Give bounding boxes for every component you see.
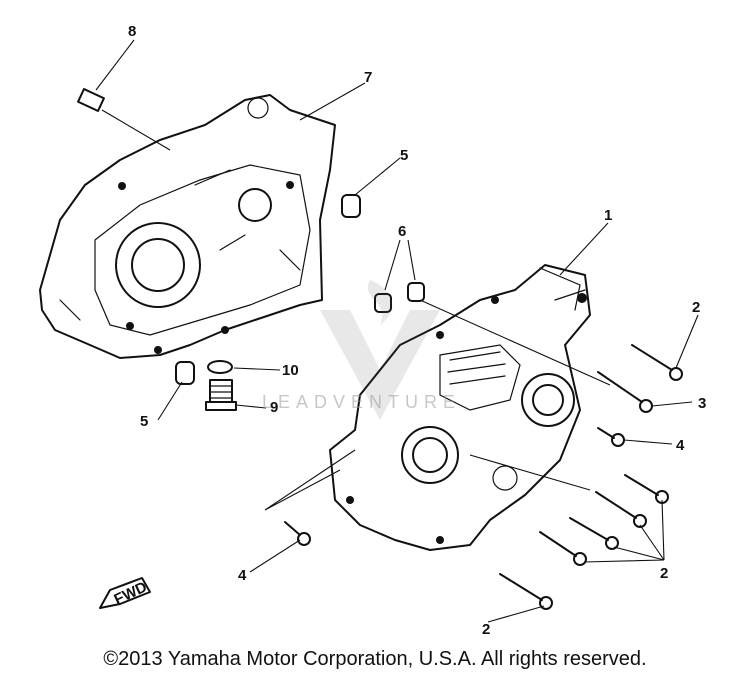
bolt-3 [597,371,653,413]
callout-3: 3 [698,395,706,412]
right-crankcase-half [329,264,591,551]
bolt-2-right-a [624,474,669,504]
callout-2-top-right: 2 [692,299,700,316]
bolt-2-right-b [595,491,647,528]
part-8-plug-bolt [77,88,105,112]
callout-7: 7 [364,69,372,86]
callout-8: 8 [128,23,136,40]
part-5-dowel-upper [341,194,361,218]
part-6-dowels [374,282,425,313]
callout-9: 9 [270,399,278,416]
callout-5-lower: 5 [140,413,148,430]
bolts [284,344,683,610]
callout-6: 6 [398,223,406,240]
leader-lines [95,39,699,623]
part-5-dowel-lower [175,361,195,385]
bolt-2-bottom [499,573,553,610]
callout-2-bottom: 2 [482,621,490,638]
callout-10: 10 [282,362,299,379]
callout-2-right: 2 [660,565,668,582]
copyright-footer: ©2013 Yamaha Motor Corporation, U.S.A. A… [103,648,647,670]
part-10-washer [207,360,233,374]
bolt-2-top-right [631,344,683,381]
watermark-text: LEADVENTURE [262,392,462,412]
bolt-4-right [597,427,625,447]
callout-1: 1 [604,207,612,224]
callout-5-upper: 5 [400,147,408,164]
callout-4-left: 4 [238,567,247,584]
callout-4-right: 4 [676,437,685,454]
fwd-arrow: FWD [99,577,151,609]
bolt-4-left [284,521,311,546]
leadventure-logo-watermark [320,280,440,420]
bolt-2-right-c [569,517,619,550]
bolt-2-right-d [539,531,587,566]
exploded-parts-diagram: FWD 8 7 5 6 1 2 3 10 9 5 4 2 4 2 [39,23,706,638]
part-9-drain-bolt [205,379,237,411]
left-crankcase-half [39,94,336,359]
